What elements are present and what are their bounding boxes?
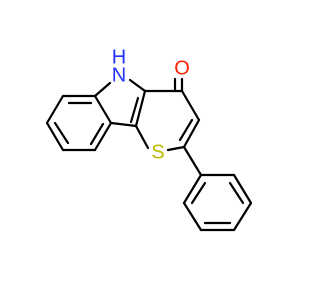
bond-phenyl-6 <box>182 173 203 205</box>
bond-ch-cph-inner <box>178 118 194 142</box>
molecule-structure: N H S O <box>45 46 253 232</box>
bond-c3a-c4 <box>109 121 138 128</box>
bond-ch-cph <box>182 118 201 149</box>
bond-benzo-6 <box>45 94 65 125</box>
molecule-canvas: N H S O <box>45 46 253 232</box>
bond-c3-c3a-inner <box>129 96 140 124</box>
bond-n-c3 <box>128 78 147 93</box>
nitrogen-atom-label: N <box>112 64 126 86</box>
hydrogen-atom-label: H <box>112 46 126 68</box>
sulfur-atom-label: S <box>151 141 164 163</box>
bond-cph-s <box>166 145 186 152</box>
bond-carbonyl-c-ch <box>180 89 201 122</box>
oxygen-atom-label: O <box>174 57 190 79</box>
bond-benzo-5-inner <box>53 121 70 145</box>
bond-phenyl-5 <box>182 201 203 232</box>
bond-phenyl-2 <box>232 173 253 205</box>
bond-cph-phenyl <box>182 145 203 177</box>
bond-benzo-3 <box>93 121 113 152</box>
bond-phenyl-3 <box>232 201 253 232</box>
bond-benzo-3-inner <box>89 122 105 146</box>
bond-phenyl-6-inner <box>190 181 207 205</box>
bond-phenyl-2-inner <box>228 181 245 205</box>
bond-c7a-n <box>93 81 112 98</box>
bond-benzo-5 <box>45 121 65 152</box>
bond-c3-c3a <box>134 89 147 128</box>
bond-s-c3a <box>134 124 150 150</box>
bond-benzo-2 <box>93 94 113 125</box>
